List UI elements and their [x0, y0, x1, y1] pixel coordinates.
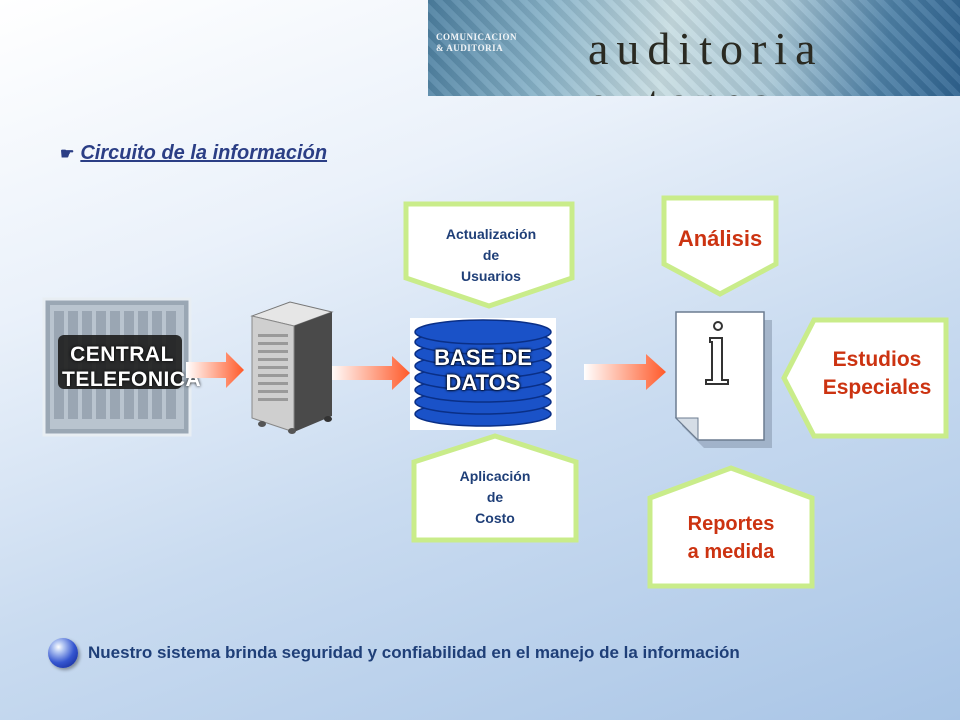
central-telefonica-label: CENTRAL TELEFONICA	[62, 342, 202, 392]
footer-statement: Nuestro sistema brinda seguridad y confi…	[48, 638, 740, 668]
aplicacion-line2: de	[486, 489, 504, 505]
estudios-line1: Estudios	[832, 348, 922, 371]
banner-title: auditoria externa	[588, 23, 824, 96]
flow-arrow-2	[330, 356, 410, 390]
banner-company-line1: COMUNICACION	[436, 32, 517, 42]
banner-company: COMUNICACION & AUDITORIA	[436, 32, 517, 54]
info-document-icon	[674, 311, 772, 448]
header-banner: COMUNICACION & AUDITORIA auditoria exter…	[428, 0, 960, 96]
page-title: ☛ Circuito de la información	[60, 142, 327, 165]
reportes-tag-shape	[647, 465, 815, 589]
reportes-line2: a medida	[687, 541, 775, 563]
pointing-hand-icon: ☛	[60, 145, 75, 163]
actualizacion-line1: Actualización	[445, 226, 537, 242]
reportes-line1: Reportes	[687, 513, 775, 535]
actualizacion-label: Actualización de Usuarios	[406, 224, 576, 287]
flow-arrow-3	[584, 354, 666, 390]
analisis-label: Análisis	[677, 226, 763, 251]
flow-arrow-1	[186, 352, 244, 388]
analisis-tag-shape	[661, 195, 779, 297]
actualizacion-line2: de	[482, 247, 500, 263]
aplicacion-label: Aplicación de Costo	[414, 466, 576, 529]
estudios-line2: Especiales	[822, 376, 932, 399]
aplicacion-line1: Aplicación	[459, 468, 531, 484]
database-label: BASE DE DATOS	[420, 345, 546, 395]
actualizacion-tag-shape	[403, 201, 575, 309]
banner-texture	[428, 0, 960, 96]
central-label-line2: TELEFONICA	[62, 368, 202, 391]
aplicacion-tag-shape	[411, 433, 579, 543]
estudios-label: Estudios Especiales	[806, 346, 948, 402]
estudios-tag-shape	[781, 317, 949, 439]
footer-text: Nuestro sistema brinda seguridad y confi…	[88, 643, 740, 662]
reportes-label: Reportes a medida	[650, 510, 812, 566]
aplicacion-line3: Costo	[475, 510, 515, 526]
database-label-line2: DATOS	[445, 370, 521, 395]
database-label-line1: BASE DE	[434, 345, 532, 370]
actualizacion-line3: Usuarios	[461, 268, 521, 284]
server-icon	[250, 301, 334, 434]
database-icon	[410, 318, 556, 430]
central-telefonica-icon	[42, 297, 192, 437]
central-label-line1: CENTRAL	[70, 343, 174, 366]
blue-orb-icon	[48, 638, 78, 668]
page-title-text: Circuito de la información	[80, 142, 328, 164]
banner-company-line2: & AUDITORIA	[436, 43, 504, 53]
